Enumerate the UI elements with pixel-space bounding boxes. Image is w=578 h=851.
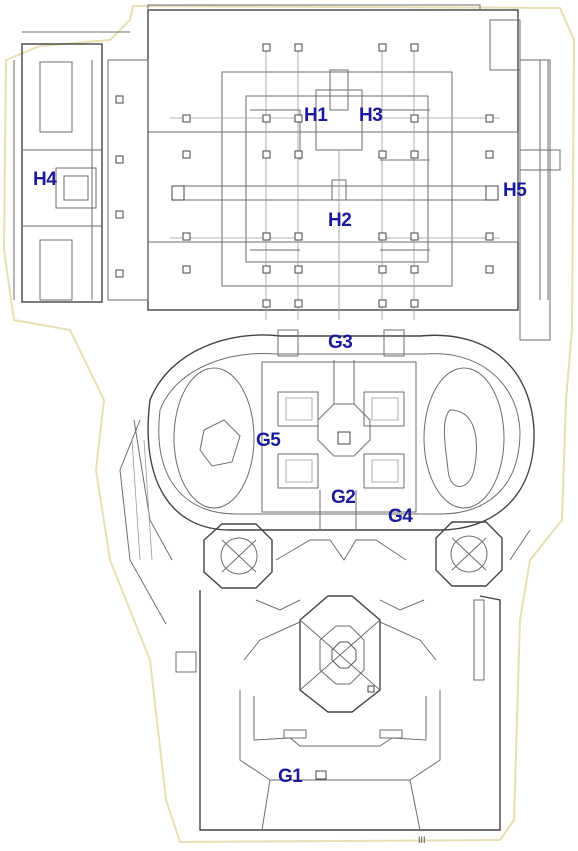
level-outline bbox=[2, 4, 576, 844]
room-label-g4: G4 bbox=[388, 506, 413, 527]
room-label-h4: H4 bbox=[33, 169, 57, 190]
scale-mark: III bbox=[418, 835, 426, 845]
central-octagon-hall bbox=[299, 595, 381, 713]
room-label-g1: G1 bbox=[278, 766, 303, 787]
room-label-h1: H1 bbox=[304, 105, 328, 126]
room-label-h2: H2 bbox=[328, 210, 352, 231]
room-label-h5: H5 bbox=[503, 180, 527, 201]
octagon-rooms bbox=[203, 521, 503, 589]
room-label-g5: G5 bbox=[256, 430, 281, 451]
lower-court-structure bbox=[119, 419, 531, 831]
upper-hall-structure bbox=[147, 4, 561, 341]
pillar-markers bbox=[171, 43, 499, 308]
west-wing-structure bbox=[13, 31, 149, 303]
room-label-g3: G3 bbox=[328, 332, 353, 353]
lower-hall-structure bbox=[147, 329, 535, 531]
room-label-h3: H3 bbox=[359, 105, 383, 126]
room-label-g2: G2 bbox=[331, 487, 356, 508]
